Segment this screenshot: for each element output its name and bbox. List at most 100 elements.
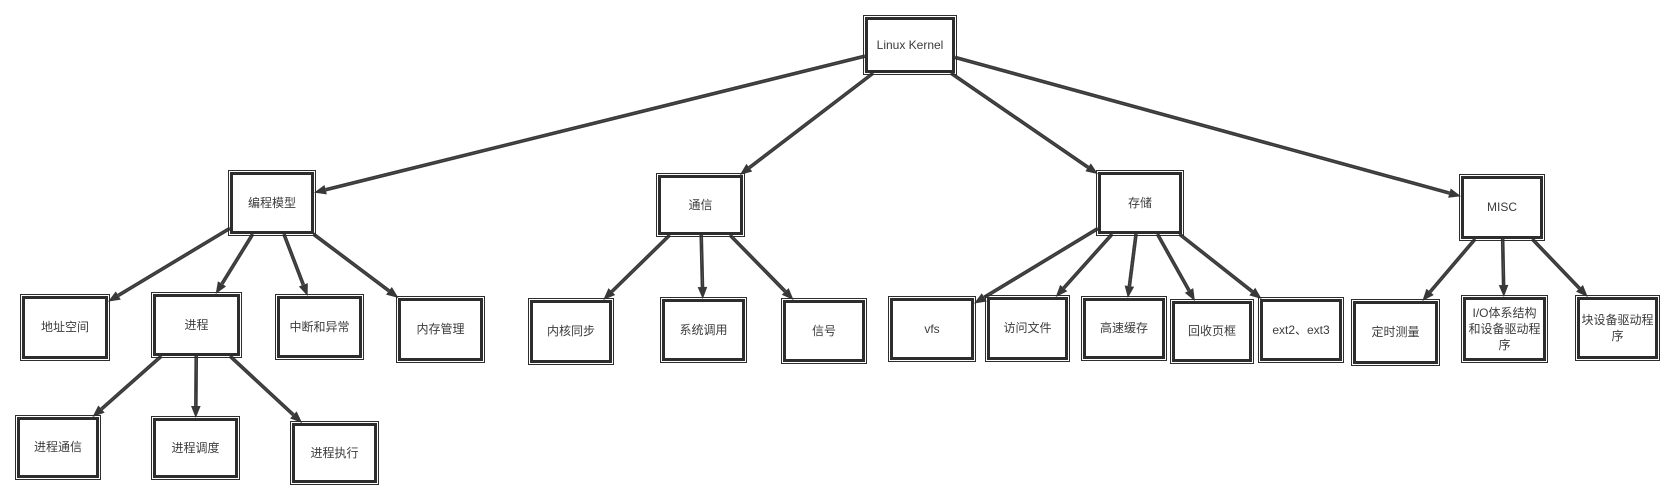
- edge-line: [1129, 233, 1138, 287]
- node-label: vfs: [924, 321, 940, 336]
- edge-line: [1530, 238, 1580, 290]
- edge-arrowhead: [1422, 288, 1434, 301]
- edge-line: [729, 233, 787, 292]
- node-label: 定时测量: [1371, 325, 1420, 340]
- node-file: 访问文件: [985, 295, 1070, 362]
- node-label: 通信: [688, 197, 713, 212]
- edge-line: [313, 232, 391, 291]
- edge-line: [282, 233, 304, 286]
- edge-line: [325, 56, 866, 192]
- edge-arrowhead: [1498, 284, 1509, 297]
- edge-arrowhead: [1576, 285, 1588, 297]
- node-label: 进程通信: [33, 440, 82, 455]
- node-label: 访问文件: [1003, 321, 1052, 336]
- node-label: 内存管理: [416, 322, 465, 337]
- edge-arrowhead: [92, 405, 105, 417]
- node-root: Linux Kernel: [863, 15, 957, 75]
- node-addr: 地址空间: [20, 294, 110, 361]
- edge-line: [221, 234, 255, 285]
- edge-line: [1178, 234, 1253, 293]
- node-ext: ext2、ext3: [1258, 297, 1344, 363]
- edge-line: [100, 354, 162, 410]
- edge-line: [1430, 239, 1477, 294]
- edge-arrowhead: [314, 185, 327, 195]
- edge-line: [118, 228, 231, 297]
- node-prog: 编程模型: [228, 170, 316, 236]
- edge-line: [229, 354, 295, 415]
- edge-line: [228, 355, 294, 417]
- node-label: Linux Kernel: [876, 37, 944, 52]
- node-sync: 内核同步: [528, 298, 614, 365]
- edge-arrowhead: [191, 405, 201, 418]
- node-label: 中断和异常: [289, 319, 350, 334]
- node-io: I/O体系结构 和设备驱动程 序: [1461, 295, 1548, 363]
- edge-arrowhead: [386, 286, 399, 298]
- node-signal: 信号: [781, 298, 867, 364]
- edge-arrowhead: [781, 288, 794, 300]
- edge-line: [1127, 233, 1137, 287]
- node-comm: 通信: [656, 173, 745, 237]
- edge-arrowhead: [215, 281, 227, 294]
- node-intr: 中断和异常: [275, 294, 364, 360]
- node-label: 地址空间: [40, 320, 89, 335]
- edge-line: [283, 233, 306, 285]
- edge-line: [954, 55, 1450, 194]
- edge-line: [325, 54, 865, 190]
- edge-line: [117, 226, 231, 296]
- edge-line: [1532, 237, 1581, 289]
- node-proc: 进程: [151, 292, 242, 358]
- edge-arrowhead: [290, 411, 303, 423]
- node-label: 系统调用: [679, 322, 728, 337]
- edge-line: [1062, 232, 1113, 289]
- edge-arrowhead: [697, 286, 708, 299]
- edge-arrowhead: [1124, 285, 1135, 298]
- node-label: MISC: [1487, 200, 1517, 215]
- edge-line: [728, 235, 786, 293]
- node-timer: 定时测量: [1351, 299, 1440, 366]
- node-reclaim: 回收页框: [1170, 299, 1254, 364]
- node-ipc: 进程通信: [15, 415, 101, 480]
- node-label: 进程: [184, 317, 209, 332]
- node-label: 块设备驱动程 序: [1581, 312, 1654, 343]
- node-label: 回收页框: [1187, 324, 1236, 339]
- edge-arrowhead: [1055, 284, 1068, 297]
- node-vfs: vfs: [888, 296, 976, 362]
- node-label: 信号: [811, 323, 836, 338]
- node-label: I/O体系结构 和设备驱动程 序: [1468, 305, 1541, 353]
- edge-line: [1502, 238, 1506, 286]
- node-label: ext2、ext3: [1272, 322, 1330, 337]
- edge-line: [950, 71, 1090, 168]
- edge-line: [699, 234, 703, 288]
- edge-arrowhead: [1085, 163, 1098, 175]
- node-sched: 进程调度: [151, 416, 240, 480]
- edge-line: [949, 73, 1089, 169]
- edge-line: [312, 233, 389, 293]
- node-label: 进程执行: [310, 445, 359, 460]
- edge-arrowhead: [974, 293, 987, 304]
- edge-arrowhead: [1184, 288, 1195, 301]
- node-exec: 进程执行: [290, 421, 379, 485]
- node-mem: 内存管理: [396, 296, 485, 363]
- edge-line: [749, 73, 875, 170]
- node-blk: 块设备驱动程 序: [1575, 295, 1660, 361]
- edge-line: [611, 235, 672, 293]
- node-label: 存储: [1127, 195, 1152, 210]
- edge-line: [1155, 233, 1190, 292]
- edge-line: [954, 57, 1450, 195]
- edge-arrowhead: [298, 283, 308, 296]
- edge-line: [983, 226, 1098, 298]
- edge-arrowhead: [108, 291, 121, 302]
- edge-line: [1179, 232, 1254, 292]
- edge-line: [1500, 238, 1504, 286]
- edge-arrowhead: [603, 288, 616, 300]
- node-syscall: 系统调用: [660, 297, 747, 363]
- edge-arrowhead: [1448, 188, 1461, 198]
- node-cache: 高速缓存: [1081, 296, 1167, 361]
- edge-line: [748, 71, 874, 168]
- edge-line: [701, 234, 705, 288]
- node-label: 高速缓存: [1099, 321, 1148, 336]
- edge-arrowhead: [1249, 287, 1262, 299]
- node-label: 内核同步: [546, 324, 595, 339]
